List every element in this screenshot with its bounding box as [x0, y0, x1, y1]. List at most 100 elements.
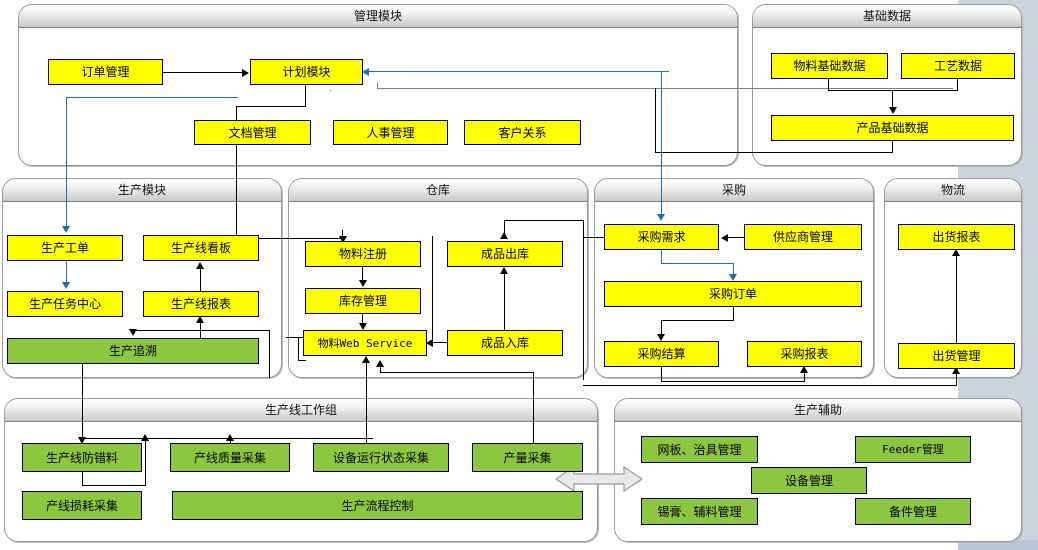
connector-workorder-to-taskcenter [66, 261, 67, 283]
node-material-registration[interactable]: 物料注册 [305, 241, 421, 267]
arrowhead-ws-bottom-1 [362, 356, 370, 363]
arrowhead-matreg-to-stock [358, 280, 367, 287]
connector-basic-join-v [892, 90, 893, 108]
connector-po-to-settle-v2 [661, 320, 662, 335]
connector-plan-to-warehouse-h [236, 238, 342, 239]
node-line-loss-collection[interactable]: 产线损耗采集 [22, 491, 142, 520]
node-purchase-report[interactable]: 采购报表 [747, 341, 862, 367]
node-solder-paste-aux-management[interactable]: 锡膏、辅料管理 [641, 498, 758, 525]
connector-ws-bottom-v2 [380, 364, 381, 372]
connector-material-basic-down [828, 79, 829, 91]
connector-ship-mgmt-to-report [956, 254, 957, 344]
arrowhead-fgin-to-ws [426, 338, 433, 347]
connector-req-to-po-v2 [733, 263, 734, 276]
arrowhead-workorder-to-taskcenter [62, 282, 70, 289]
connector-output-collect-v [533, 390, 534, 443]
group-production-title: 生产模块 [3, 179, 281, 202]
connector-bus-to-trace-v [269, 330, 270, 378]
connector-fgout-rightbus-v [583, 220, 584, 380]
node-stencil-fixture-management[interactable]: 网板、治具管理 [641, 436, 758, 463]
node-purchase-settlement[interactable]: 采购结算 [604, 341, 719, 367]
node-production-work-order[interactable]: 生产工单 [7, 235, 123, 261]
node-equipment-status-collection[interactable]: 设备运行状态采集 [313, 443, 449, 472]
arrowhead-quality-to-bus [141, 434, 149, 441]
node-finished-goods-outbound[interactable]: 成品出库 [447, 241, 563, 267]
connector-basic-join-h [828, 90, 958, 91]
node-material-web-service[interactable]: 物料Web Service [303, 330, 427, 356]
group-logistics-title: 物流 [885, 179, 1021, 202]
node-line-quality-collection[interactable]: 产线质量采集 [170, 443, 290, 472]
arrowhead-blue-to-work-order [62, 226, 70, 233]
connector-errorproof-elbow-v [145, 446, 146, 486]
node-shipment-management[interactable]: 出货管理 [898, 343, 1015, 369]
node-inventory-management[interactable]: 库存管理 [305, 288, 421, 314]
node-shipment-report[interactable]: 出货报表 [898, 224, 1015, 250]
arrowhead-into-ship-mgmt [952, 367, 960, 374]
connector-plan-to-purchase-v1 [330, 90, 331, 91]
connector-fgin-to-fgout [504, 272, 505, 330]
connector-quality-up-v [145, 438, 146, 446]
connector-order-blue-h [66, 97, 238, 98]
connector-settle-to-report-h [661, 381, 805, 382]
connector-ws-bottom-h [380, 372, 534, 373]
arrowhead-to-line-error-proof [78, 437, 86, 444]
arrowhead-settle-to-report [800, 366, 808, 373]
node-feeder-management[interactable]: Feeder管理 [855, 436, 971, 463]
node-process-data[interactable]: 工艺数据 [901, 53, 1015, 79]
node-plan-module[interactable]: 计划模块 [250, 59, 363, 85]
node-production-task-center[interactable]: 生产任务中心 [7, 291, 123, 317]
connector-product-basic-out [655, 152, 893, 153]
arrowhead-fgin-to-fgout [500, 267, 508, 274]
node-material-basic-data[interactable]: 物料基础数据 [771, 53, 888, 79]
node-hr-management[interactable]: 人事管理 [333, 120, 448, 145]
node-output-collection[interactable]: 产量采集 [472, 443, 583, 472]
connector-fgin-to-ws-v [432, 236, 433, 343]
group-warehouse-title: 仓库 [289, 179, 587, 202]
connector-plan-left [236, 106, 306, 107]
connector-product-basic-out-v [655, 88, 656, 153]
node-production-traceability[interactable]: 生产追溯 [7, 338, 259, 364]
connector-plan-right-blue [363, 71, 669, 72]
group-prod-support-title: 生产辅助 [615, 399, 1021, 422]
connector-blue-down-to-purchase [661, 71, 662, 215]
connector-wh-left-out-v [298, 337, 299, 361]
connector-order-to-plan [163, 72, 243, 73]
connector-stock-to-ws [362, 313, 363, 325]
connector-bus-to-trace-h [133, 330, 270, 331]
arrowhead-ship-mgmt-to-report [952, 249, 960, 256]
node-order-management[interactable]: 订单管理 [48, 59, 163, 85]
node-document-management[interactable]: 文档管理 [194, 120, 311, 145]
node-equipment-management[interactable]: 设备管理 [751, 467, 867, 494]
arrowhead-req-to-po [729, 274, 737, 281]
arrowhead-linereport-to-kanban [196, 262, 204, 269]
connector-into-ship-mgmt-h [583, 385, 957, 386]
group-basic-data[interactable]: 基础数据 [752, 4, 1022, 166]
node-customer-relations[interactable]: 客户关系 [464, 120, 581, 145]
node-purchase-requirement[interactable]: 采购需求 [604, 224, 719, 250]
node-spare-parts-management[interactable]: 备件管理 [855, 498, 971, 525]
connector-order-blue-v [66, 97, 67, 227]
node-production-line-report[interactable]: 生产线报表 [143, 291, 259, 317]
connector-errorproof-down [82, 472, 83, 486]
arrowhead-to-product-basic [888, 107, 897, 114]
connector-product-basic-down [892, 141, 893, 153]
node-line-error-proofing[interactable]: 生产线防错料 [22, 443, 142, 472]
arrowhead-ws-bottom-2 [376, 360, 384, 367]
arrowhead-bus-to-trace [129, 329, 137, 336]
connector-fgout-topbus-h [504, 220, 584, 221]
connector-settle-to-report-v [661, 366, 662, 382]
node-product-basic-data[interactable]: 产品基础数据 [771, 115, 1014, 141]
node-supplier-management[interactable]: 供应商管理 [744, 224, 862, 250]
arrowhead-equipstate-to-bus [226, 434, 234, 441]
connector-trace-bottom-v [82, 363, 83, 439]
connector-req-to-po-h [661, 263, 733, 264]
node-production-line-kanban[interactable]: 生产线看板 [143, 235, 259, 261]
node-finished-goods-inbound[interactable]: 成品入库 [447, 330, 563, 356]
node-purchase-order[interactable]: 采购订单 [604, 281, 862, 307]
arrowhead-order-to-plan [242, 68, 249, 77]
connector-basic-to-plan-h [377, 88, 953, 89]
node-production-process-control[interactable]: 生产流程控制 [172, 491, 583, 520]
arrowhead-supplier-to-req [721, 233, 728, 242]
connector-ws-bottom-v1 [366, 360, 367, 390]
